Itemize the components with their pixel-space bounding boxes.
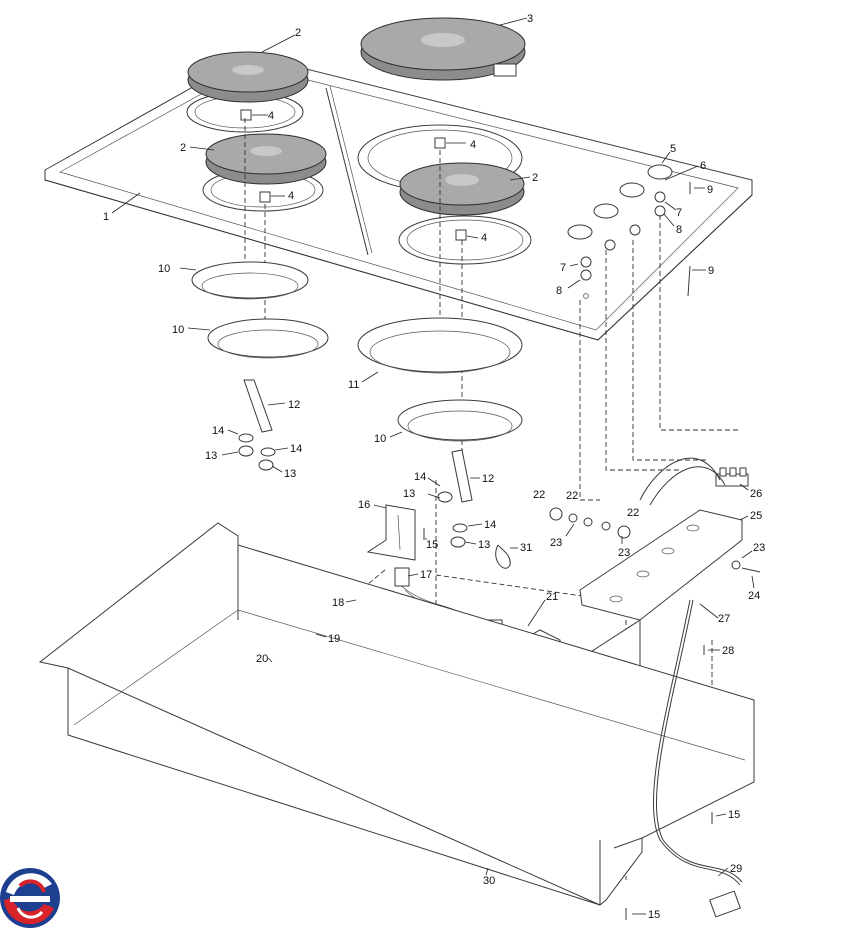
callout-23: 23 <box>550 537 562 549</box>
callout-24: 24 <box>748 590 760 602</box>
callout-3: 3 <box>527 13 533 25</box>
plate-spacers <box>240 109 467 241</box>
callout-14: 14 <box>212 425 224 437</box>
callout-4: 4 <box>268 110 274 122</box>
callout-13: 13 <box>205 450 217 462</box>
callout-14: 14 <box>414 471 426 483</box>
callout-2: 2 <box>295 27 301 39</box>
screws <box>423 182 713 920</box>
callout-8: 8 <box>676 224 682 236</box>
callout-28: 28 <box>722 645 734 657</box>
control-bracket <box>579 509 743 681</box>
callout-13: 13 <box>284 468 296 480</box>
callout-12: 12 <box>482 473 494 485</box>
mounting-bracket-16 <box>366 504 416 561</box>
callout-26: 26 <box>750 488 762 500</box>
callout-1: 1 <box>103 211 109 223</box>
callout-15: 15 <box>426 539 438 551</box>
callout-10: 10 <box>172 324 184 336</box>
callout-27: 27 <box>718 613 730 625</box>
terminal-block <box>715 467 749 487</box>
callout-12: 12 <box>288 399 300 411</box>
callout-16: 16 <box>358 499 370 511</box>
callout-22: 22 <box>627 507 639 519</box>
callout-4: 4 <box>470 139 476 151</box>
callout-30: 30 <box>483 875 495 887</box>
cable-clip <box>495 544 511 569</box>
callout-labels: 2 3 4 2 4 4 2 4 1 5 6 9 7 8 7 8 9 10 1 <box>103 13 765 921</box>
callout-2: 2 <box>532 172 538 184</box>
callout-22: 22 <box>566 490 578 502</box>
callout-18: 18 <box>332 597 344 609</box>
callout-15: 15 <box>648 909 660 921</box>
callout-20: 20 <box>256 653 268 665</box>
callout-9: 9 <box>708 265 714 277</box>
hotplate-rear-left <box>187 51 309 103</box>
callout-4: 4 <box>288 190 294 202</box>
callout-17: 17 <box>420 569 432 581</box>
hob-top-plate <box>44 54 753 341</box>
reflector-pans <box>191 261 523 442</box>
callout-19: 19 <box>328 633 340 645</box>
control-knobs <box>567 164 673 299</box>
callout-29: 29 <box>730 863 742 875</box>
callout-5: 5 <box>670 143 676 155</box>
callout-21: 21 <box>546 591 558 603</box>
callout-23: 23 <box>618 547 630 559</box>
hotplate-front-left <box>205 133 327 185</box>
callout-23: 23 <box>753 542 765 554</box>
hotplate-front-right <box>399 162 525 216</box>
callout-8: 8 <box>556 285 562 297</box>
callout-10: 10 <box>374 433 386 445</box>
callout-31: 31 <box>520 542 532 554</box>
base-tray <box>38 522 755 906</box>
callout-14: 14 <box>290 443 302 455</box>
callout-22: 22 <box>533 489 545 501</box>
callout-7: 7 <box>676 207 682 219</box>
callout-13: 13 <box>403 488 415 500</box>
plate-brackets <box>238 379 473 548</box>
callout-15: 15 <box>728 809 740 821</box>
switch-nuts <box>549 507 761 573</box>
mains-cable <box>639 457 743 918</box>
callout-13: 13 <box>478 539 490 551</box>
hotplate-rear-right <box>360 17 526 81</box>
callout-14: 14 <box>484 519 496 531</box>
callout-7: 7 <box>560 262 566 274</box>
callout-9: 9 <box>707 184 713 196</box>
callout-2: 2 <box>180 142 186 154</box>
callout-6: 6 <box>700 160 706 172</box>
callout-11: 11 <box>348 379 359 391</box>
brand-logo <box>0 868 60 928</box>
callout-25: 25 <box>750 510 762 522</box>
callout-4: 4 <box>481 232 487 244</box>
callout-10: 10 <box>158 263 170 275</box>
